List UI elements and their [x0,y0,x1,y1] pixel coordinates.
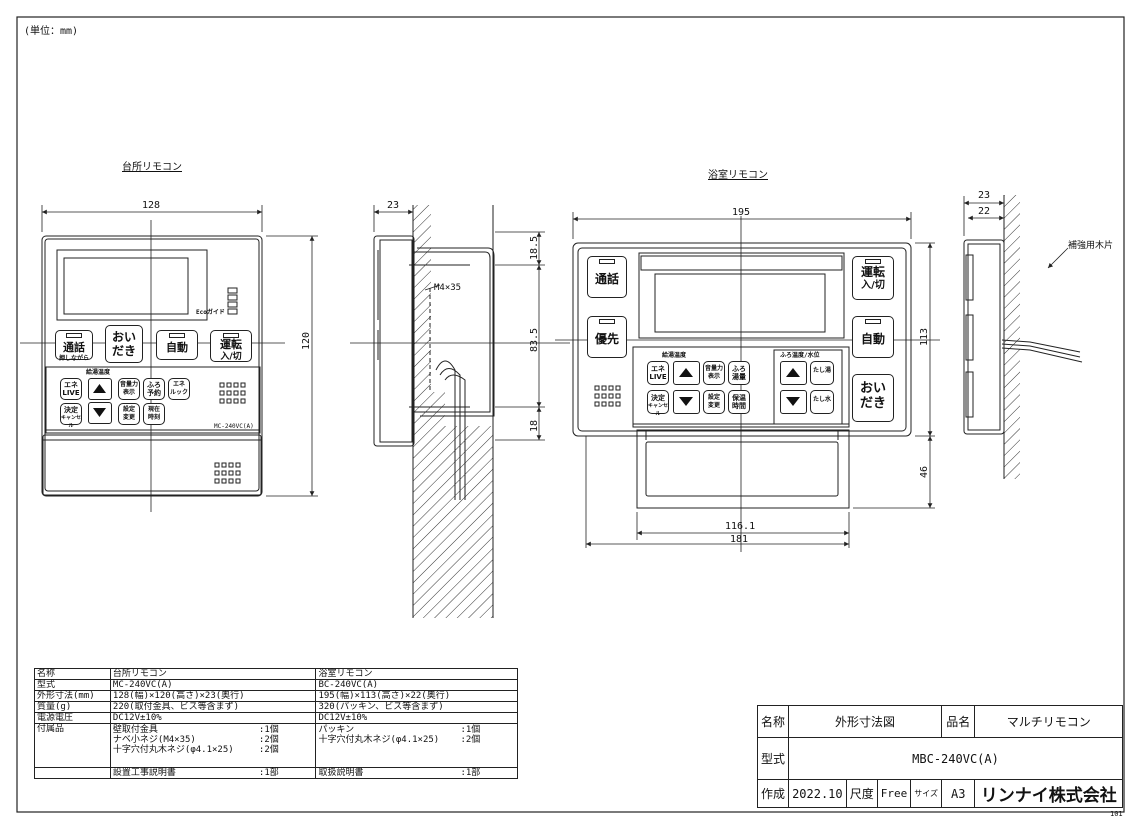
dim-screw: M4×35 [434,283,462,293]
table-row: 名称台所リモコン浴室リモコン [34,668,518,680]
dim-side-mid: 83.5 [529,327,540,352]
dim-bath-inner: 116.1 [725,521,756,532]
table-row: 外形寸法(mm)128(幅)×120(高さ)×23(奥行)195(幅)×113(… [34,690,518,702]
kitchen-ene-look-button[interactable]: エネルック [168,378,190,400]
sheet-number: 101 [1110,810,1123,818]
kitchen-eco-guide: Ecoガイド [196,309,225,316]
bath-temp-down-button[interactable] [673,390,700,414]
kitchen-settei-button[interactable]: 設定変更 [118,403,140,425]
size-label: サイズ [910,779,942,808]
name-value: 外形寸法図 [788,705,942,738]
bath-settei-button[interactable]: 設定変更 [703,390,725,414]
bath-unten-button[interactable]: 運転入/切 [852,256,894,300]
bath-view-title: 浴室リモコン [708,170,768,181]
title-block: 名称 外形寸法図 品名 マルチリモコン 型式 MBC-240VC(A) 作成 2… [756,705,1123,808]
unit-note: (単位：mm) [24,26,79,37]
bath-jidou-button[interactable]: 自動 [852,316,894,358]
table-row: 質量(g)220(取付金具、ビス等含まず)320(パッキン、ビス等含まず) [34,701,518,713]
kitchen-speaker-icon [214,382,246,484]
size-value: A3 [940,779,976,808]
kitchen-center-lines [20,220,285,512]
kitchen-temp-up-button[interactable] [88,378,112,400]
bath-onsei-button[interactable]: 音量力表示 [703,361,725,385]
bath-ondo-label: 給湯温度 [662,352,687,359]
triangle-down-icon [679,397,693,406]
dim-bath-side-depth2: 22 [978,206,991,217]
model-value: MBC-240VC(A) [788,737,1123,780]
bath-kettei-button[interactable]: 決定キャンセル [647,390,669,417]
triangle-up-icon [679,368,693,377]
bath-tsuuwa-button[interactable]: 通話 [587,256,627,298]
bath-tashiyu-button[interactable]: たし湯 [810,361,834,385]
kitchen-remote-front [41,235,263,497]
dim-kitchen-height: 120 [301,331,312,350]
reinforce-label: 補強用木片 [1068,241,1114,251]
kitchen-temp-down-button[interactable] [88,402,112,424]
date: 2022.10 [788,779,847,808]
bath-hoon-button[interactable]: 保温時間 [728,390,750,414]
company-name: リンナイ株式会社 [974,779,1123,808]
kitchen-furo-yoyaku-button[interactable]: ふろ予約 [143,378,165,400]
table-row: 設置工事説明書:1部 取扱説明書:1部 [34,767,518,779]
scale-value: Free [876,779,912,808]
kitchen-side-view [373,205,495,618]
made-label: 作成 [756,779,790,808]
dim-side-top: 18.5 [529,235,540,260]
drawing-border [16,16,1125,813]
bath-furo-yuuryou-button[interactable]: ふろ湯量 [728,361,750,385]
bath-tashimizu-button[interactable]: たし水 [810,390,834,414]
model-label: 型式 [756,737,790,780]
dim-bath-outer: 181 [730,534,749,545]
table-row: 付属品 壁取付金具:1個 ナベ小ネジ(M4×35):2個 十字穴付丸木ネジ(φ4… [34,723,518,768]
scale-label: 尺度 [845,779,878,808]
dim-bath-side-depth: 23 [978,190,991,201]
triangle-up-icon [93,384,106,393]
bath-speaker-icon [594,385,621,407]
dim-side-bot: 18 [529,419,540,432]
kitchen-kettei-button[interactable]: 決定キャンセル [60,403,82,429]
dim-kitchen-width: 128 [142,200,161,211]
dim-side-depth: 23 [387,200,400,211]
kitchen-view-title: 台所リモコン [122,162,182,173]
kitchen-onsei-button[interactable]: 音量力表示 [118,378,140,400]
dim-bath-height: 113 [919,327,930,346]
bath-oidaki-button[interactable]: おいだき [852,374,894,422]
bath-furo-ondo-label: ふろ温度/水位 [780,352,820,359]
bath-furo-up-button[interactable] [780,361,807,385]
kitchen-unten-button[interactable]: 運転入/切 [210,330,252,362]
bath-remote-front [572,242,912,509]
bath-side-dimensions [963,196,1069,269]
name-label: 名称 [756,705,790,738]
kitchen-jidou-button[interactable]: 自動 [156,330,198,360]
triangle-down-icon [93,408,106,417]
product-value: マルチリモコン [974,705,1123,738]
product-label: 品名 [940,705,976,738]
bath-dimensions [572,212,935,548]
dim-bath-ext: 46 [919,465,930,478]
kitchen-genzai-button[interactable]: 現在時刻 [143,403,165,425]
bath-yuusen-button[interactable]: 優先 [587,316,627,358]
kitchen-dimensions [41,205,318,497]
bath-temp-up-button[interactable] [673,361,700,385]
side-dimensions [350,205,570,441]
bath-side-view [963,195,1083,479]
bath-furo-down-button[interactable] [780,390,807,414]
kitchen-oidaki-button[interactable]: おいだき [105,325,143,363]
kitchen-model-print: MC-240VC(A) [214,423,254,430]
triangle-up-icon [786,368,800,377]
triangle-down-icon [786,397,800,406]
kitchen-ondo-label: 給湯温度 [86,369,111,376]
dim-bath-width: 195 [732,207,751,218]
kitchen-tsuuwa-button[interactable]: 通話押しながら [55,330,93,362]
